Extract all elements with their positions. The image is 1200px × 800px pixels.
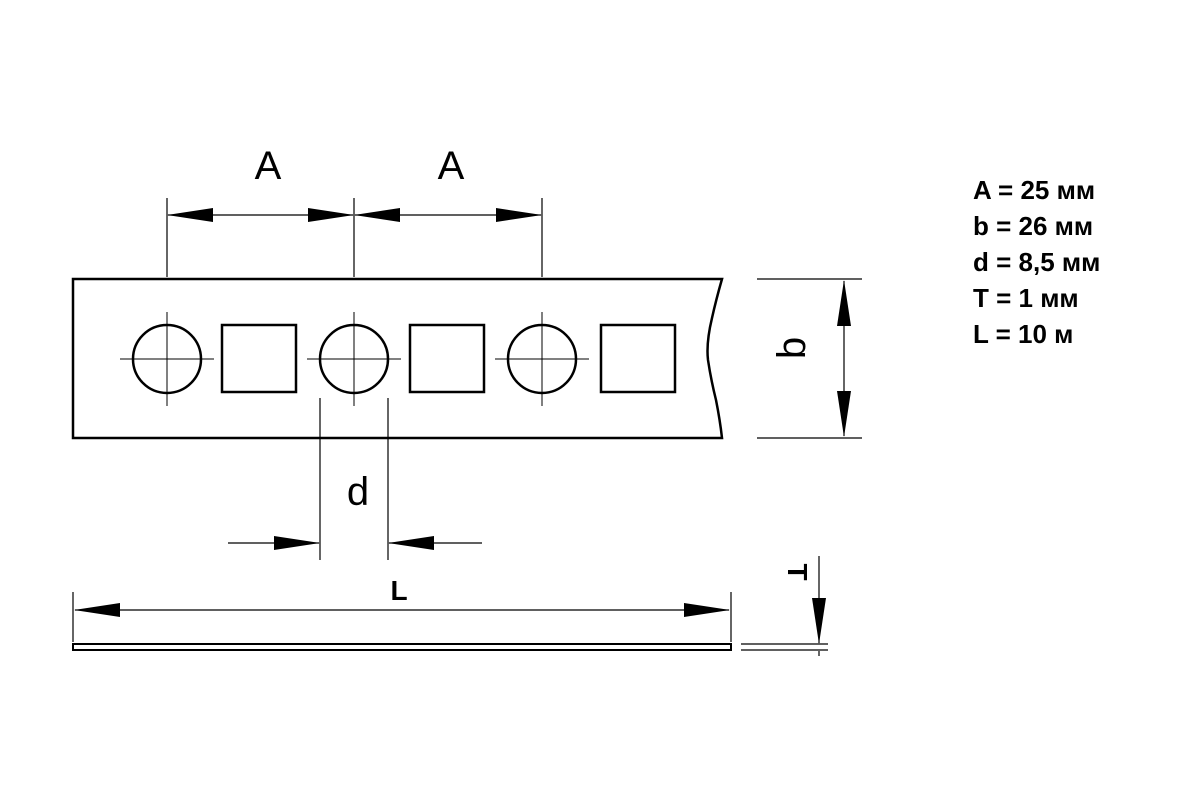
round-hole-1 xyxy=(120,312,214,406)
round-hole-2 xyxy=(307,312,401,406)
width-label: b xyxy=(770,337,814,359)
dimension-length: L xyxy=(72,575,732,642)
spec-diameter: d = 8,5 мм xyxy=(973,247,1101,277)
strip-outline xyxy=(71,277,724,440)
thickness-label: T xyxy=(782,563,813,580)
diameter-label: d xyxy=(347,470,369,514)
spec-thickness: T = 1 мм xyxy=(973,283,1079,313)
square-hole-3 xyxy=(599,323,677,394)
spec-length: L = 10 м xyxy=(973,319,1074,349)
dimension-width: b xyxy=(757,278,862,439)
dimension-diameter: d xyxy=(228,398,482,560)
dimension-pitch: A A xyxy=(166,144,543,277)
dimension-thickness: T xyxy=(741,556,828,656)
length-label: L xyxy=(390,575,407,606)
spec-width: b = 26 мм xyxy=(973,211,1094,241)
strip-side-view xyxy=(72,643,732,651)
pitch-label-right: A xyxy=(438,144,465,188)
pitch-label-left: A xyxy=(255,144,282,188)
spec-pitch: A = 25 мм xyxy=(973,175,1096,205)
square-hole-1 xyxy=(220,323,298,394)
square-hole-2 xyxy=(408,323,486,394)
round-hole-3 xyxy=(495,312,589,406)
spec-list: A = 25 мм b = 26 мм d = 8,5 мм T = 1 мм … xyxy=(973,172,1173,352)
